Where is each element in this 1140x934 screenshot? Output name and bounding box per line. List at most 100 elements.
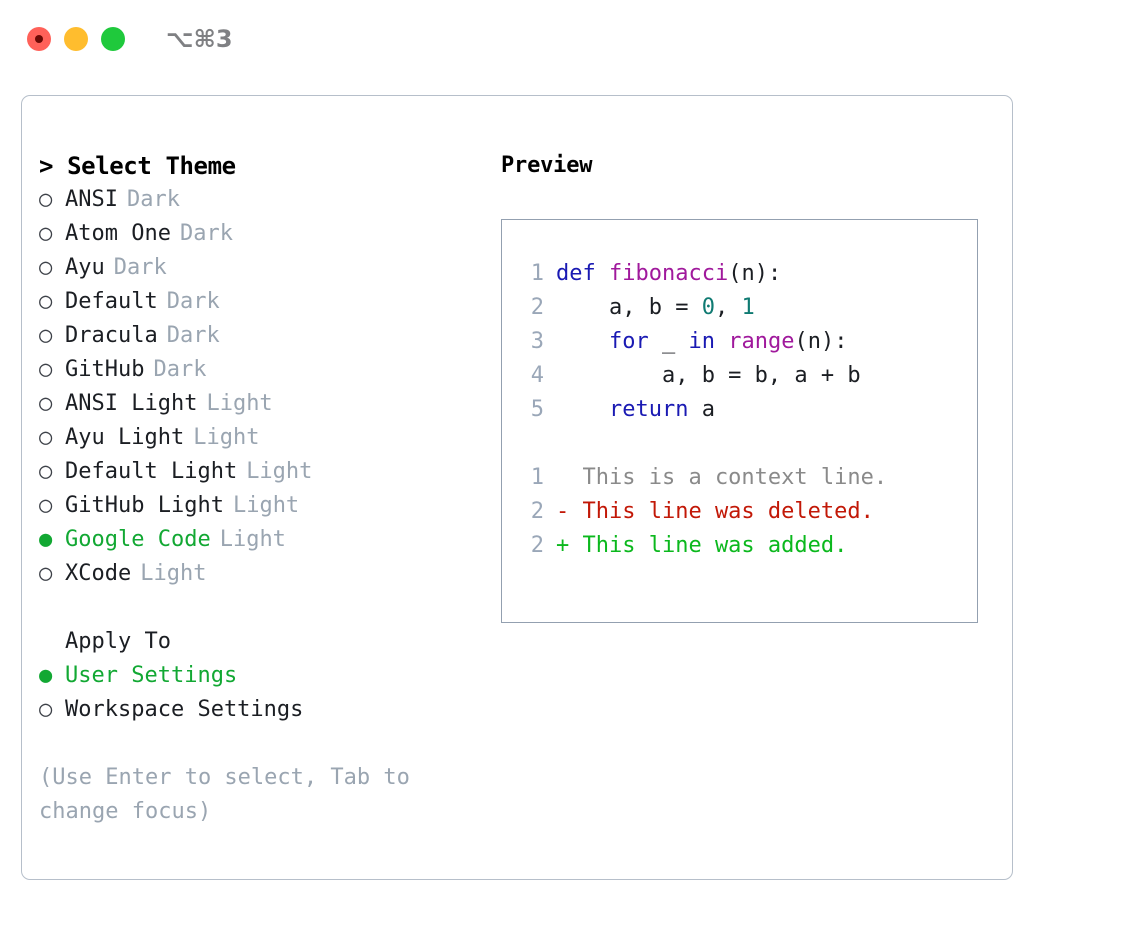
code-spacer bbox=[514, 427, 971, 461]
theme-list-item[interactable]: ○ XCode Light bbox=[39, 557, 479, 591]
code-token: (n): bbox=[794, 329, 848, 354]
theme-list-item[interactable]: ○ Default Dark bbox=[39, 285, 479, 319]
radio-unselected-icon[interactable]: ○ bbox=[39, 425, 53, 450]
maximize-window-button[interactable] bbox=[101, 27, 125, 51]
code-line-text: for _ in range(n): bbox=[556, 325, 847, 359]
theme-variant-tag: Light bbox=[246, 459, 313, 484]
code-line-number: 4 bbox=[530, 363, 544, 388]
apply-to-option[interactable]: ○ Workspace Settings bbox=[39, 693, 479, 727]
radio-unselected-icon[interactable]: ○ bbox=[39, 357, 53, 382]
theme-variant-tag: Dark bbox=[126, 187, 180, 212]
theme-name-label: Atom One bbox=[65, 221, 171, 246]
theme-list-item[interactable]: ○ ANSI Dark bbox=[39, 183, 479, 217]
radio-unselected-icon[interactable]: ○ bbox=[39, 255, 53, 280]
preview-heading: Preview bbox=[501, 153, 593, 178]
theme-variant-tag: Light bbox=[193, 425, 260, 450]
code-token bbox=[715, 329, 728, 354]
theme-name-label: Google Code bbox=[65, 527, 211, 552]
code-token: (n): bbox=[728, 261, 782, 286]
code-line-number: 5 bbox=[530, 397, 544, 422]
apply-to-label: Workspace Settings bbox=[65, 697, 304, 722]
code-line-text: return a bbox=[556, 393, 715, 427]
radio-unselected-icon[interactable]: ○ bbox=[39, 493, 53, 518]
code-line: 2 a, b = 0, 1 bbox=[514, 291, 971, 325]
theme-name-label: XCode bbox=[65, 561, 132, 586]
code-token: a, b = b, a + b bbox=[556, 363, 861, 388]
diff-line-number: 1 bbox=[530, 465, 544, 490]
theme-name-label: Ayu bbox=[65, 255, 105, 280]
theme-name-label: GitHub bbox=[65, 357, 145, 382]
code-line-text: a, b = b, a + b bbox=[556, 359, 861, 393]
theme-name-label: Dracula bbox=[65, 323, 158, 348]
code-token: for bbox=[608, 329, 649, 354]
diff-line: 1 This is a context line. bbox=[514, 461, 971, 495]
theme-variant-tag: Light bbox=[206, 391, 273, 416]
radio-unselected-icon[interactable]: ○ bbox=[39, 561, 53, 586]
diff-line: 2+ This line was added. bbox=[514, 529, 971, 563]
theme-variant-tag: Dark bbox=[166, 289, 220, 314]
theme-name-label: ANSI bbox=[65, 187, 118, 212]
code-token: _ bbox=[648, 329, 689, 354]
theme-list-item[interactable]: ○ ANSI Light Light bbox=[39, 387, 479, 421]
code-line: 1 def fibonacci(n): bbox=[514, 257, 971, 291]
code-line: 4 a, b = b, a + b bbox=[514, 359, 971, 393]
apply-to-list[interactable]: ●User Settings ○ Workspace Settings bbox=[39, 659, 479, 727]
theme-name-label: Default bbox=[65, 289, 158, 314]
code-line: 5 return a bbox=[514, 393, 971, 427]
theme-list-item[interactable]: ○ Dracula Dark bbox=[39, 319, 479, 353]
radio-selected-icon[interactable]: ● bbox=[39, 663, 53, 688]
code-line-number: 1 bbox=[530, 261, 544, 286]
code-line: 3 for _ in range(n): bbox=[514, 325, 971, 359]
code-line-number: 3 bbox=[530, 329, 544, 354]
diff-line-text: - This line was deleted. bbox=[556, 499, 874, 524]
radio-unselected-icon[interactable]: ○ bbox=[39, 221, 53, 246]
keyboard-hint-text: (Use Enter to select, Tab to change focu… bbox=[39, 765, 424, 824]
diff-line-text: + This line was added. bbox=[556, 533, 848, 558]
radio-unselected-icon[interactable]: ○ bbox=[39, 187, 53, 212]
radio-selected-icon[interactable]: ● bbox=[39, 527, 53, 552]
code-line-text: a, b = 0, 1 bbox=[556, 291, 755, 325]
code-token: 0 bbox=[701, 295, 715, 320]
minimize-window-button[interactable] bbox=[64, 27, 88, 51]
theme-name-label: ANSI Light bbox=[65, 391, 198, 416]
theme-variant-tag: Dark bbox=[166, 323, 220, 348]
radio-unselected-icon[interactable]: ○ bbox=[39, 323, 53, 348]
code-token: return bbox=[608, 397, 689, 422]
titlebar: ⌥⌘3 bbox=[0, 0, 1140, 78]
theme-name-label: Default Light bbox=[65, 459, 238, 484]
code-token bbox=[556, 329, 609, 354]
code-line-text: def fibonacci(n): bbox=[556, 257, 781, 291]
radio-unselected-icon[interactable]: ○ bbox=[39, 697, 53, 722]
code-token: fibonacci bbox=[608, 261, 729, 286]
code-token bbox=[556, 397, 609, 422]
radio-unselected-icon[interactable]: ○ bbox=[39, 289, 53, 314]
radio-unselected-icon[interactable]: ○ bbox=[39, 459, 53, 484]
theme-list-item[interactable]: ○ Default Light Light bbox=[39, 455, 479, 489]
keyboard-shortcut-label: ⌥⌘3 bbox=[166, 25, 233, 53]
apply-to-option[interactable]: ●User Settings bbox=[39, 659, 479, 693]
theme-variant-tag: Light bbox=[140, 561, 207, 586]
diff-line-number: 2 bbox=[530, 499, 544, 524]
code-token: range bbox=[728, 329, 795, 354]
diff-line-text: This is a context line. bbox=[556, 465, 888, 490]
radio-unselected-icon[interactable]: ○ bbox=[39, 391, 53, 416]
code-token: def bbox=[556, 261, 609, 286]
code-token: 1 bbox=[741, 295, 755, 320]
window-controls bbox=[27, 27, 125, 51]
close-window-button[interactable] bbox=[27, 27, 51, 51]
select-theme-heading: > Select Theme bbox=[39, 152, 236, 180]
theme-variant-tag: Light bbox=[232, 493, 300, 518]
